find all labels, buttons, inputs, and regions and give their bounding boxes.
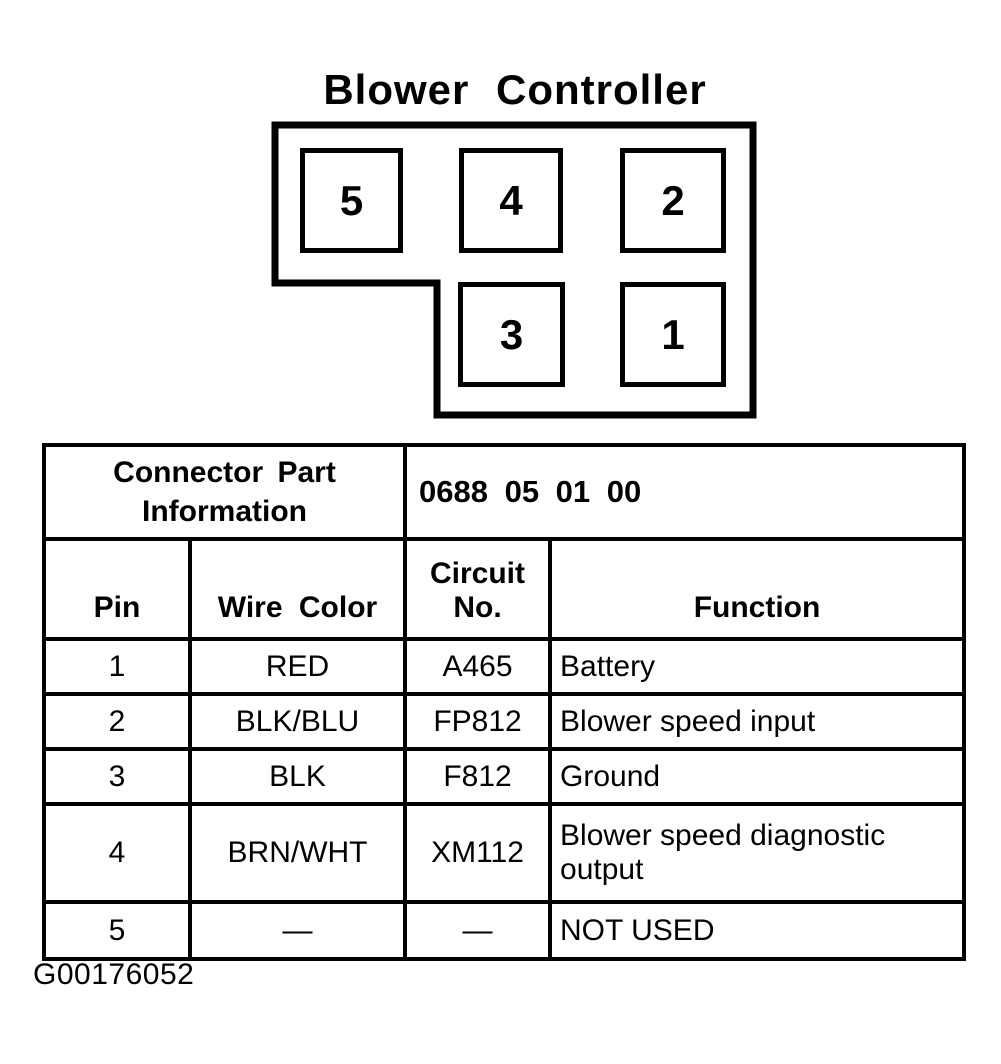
function-cell: Blower speed input <box>548 692 967 751</box>
pin-cell: 5 <box>42 900 192 961</box>
function-cell: Ground <box>548 747 967 806</box>
connector-outline <box>271 121 757 419</box>
connector-pin-5: 5 <box>300 148 403 253</box>
circuit-no-cell: F812 <box>403 747 553 806</box>
pinout-table: Connector Part Information 0688 05 01 00… <box>41 443 967 961</box>
wire-color-cell: BRN/WHT <box>187 802 408 904</box>
column-header-function: Function <box>548 537 967 641</box>
column-header-circuit-no: Circuit No. <box>403 537 553 641</box>
function-cell: Battery <box>548 637 967 696</box>
connector-pin-4: 4 <box>459 148 563 253</box>
circuit-no-cell: A465 <box>403 637 553 696</box>
connector-pin-1: 1 <box>620 282 726 387</box>
table-header-row: Pin Wire Color Circuit No. Function <box>42 537 967 641</box>
connector-pin-3: 3 <box>458 282 565 387</box>
pin-cell: 3 <box>42 747 192 806</box>
connector-pin-2: 2 <box>620 148 726 253</box>
pin-cell: 1 <box>42 637 192 696</box>
table-row: 5 — — NOT USED <box>42 900 967 961</box>
pin-cell: 4 <box>42 802 192 904</box>
function-cell: Blower speed diagnostic output <box>548 802 967 904</box>
connector-part-info-label: Connector Part Information <box>41 443 408 541</box>
figure-code: G00176052 <box>33 958 195 991</box>
wire-color-cell: — <box>187 900 408 961</box>
wire-color-cell: BLK <box>187 747 408 806</box>
table-row: 2 BLK/BLU FP812 Blower speed input <box>42 692 967 751</box>
pin-cell: 2 <box>42 692 192 751</box>
wire-color-cell: BLK/BLU <box>187 692 408 751</box>
table-row-part-info: Connector Part Information 0688 05 01 00 <box>41 443 967 541</box>
circuit-no-cell: — <box>403 900 553 961</box>
circuit-no-cell: XM112 <box>403 802 553 904</box>
table-row: 3 BLK F812 Ground <box>42 747 967 806</box>
connector-part-number: 0688 05 01 00 <box>403 443 967 541</box>
table-row: 4 BRN/WHT XM112 Blower speed diagnostic … <box>42 802 967 904</box>
column-header-pin: Pin <box>42 537 192 641</box>
page-title: Blower Controller <box>323 66 707 113</box>
column-header-wire-color: Wire Color <box>187 537 408 641</box>
table-row: 1 RED A465 Battery <box>42 637 967 696</box>
circuit-no-cell: FP812 <box>403 692 553 751</box>
wire-color-cell: RED <box>187 637 408 696</box>
function-cell: NOT USED <box>548 900 967 961</box>
